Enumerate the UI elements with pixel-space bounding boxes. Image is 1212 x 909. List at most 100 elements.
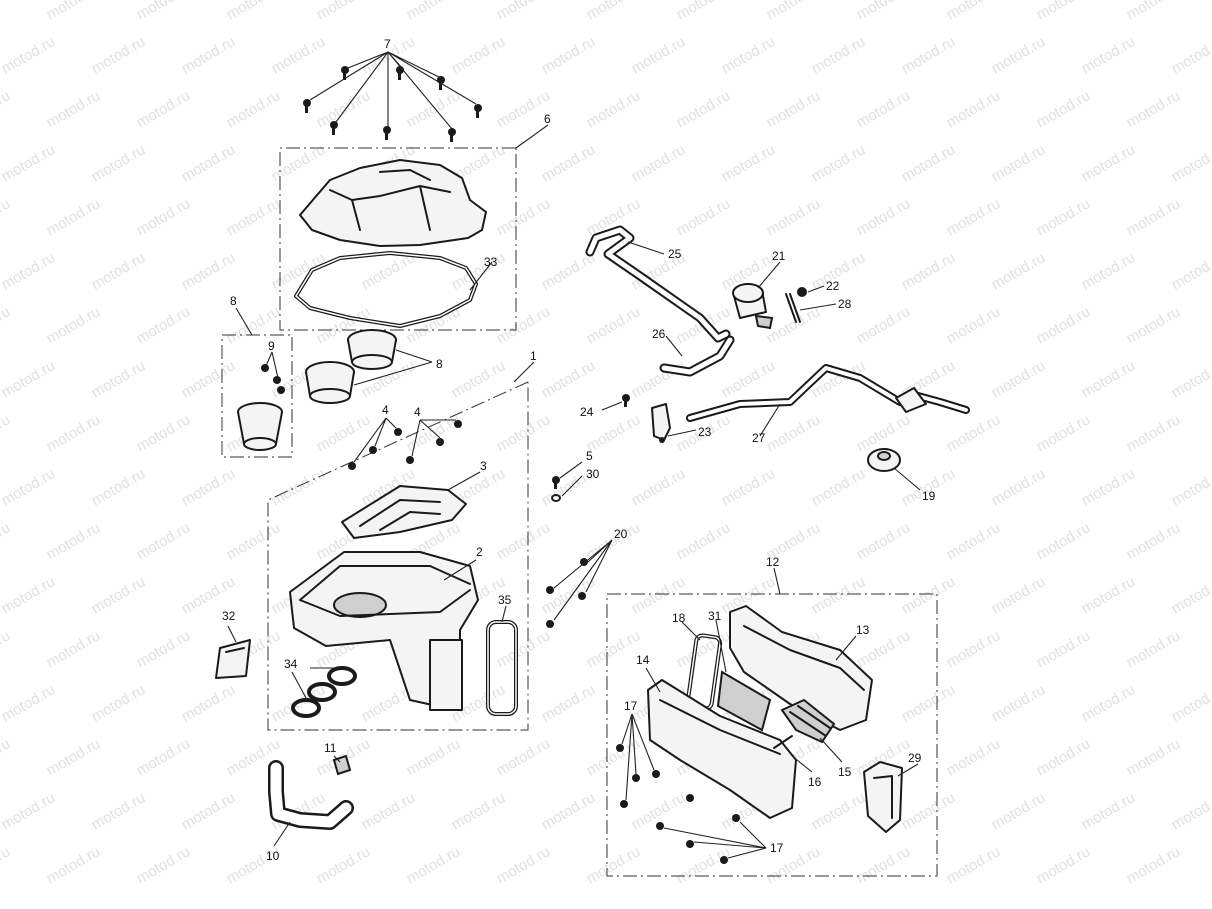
callout-15: 15 — [838, 765, 852, 779]
watermark-text: motod.ru — [0, 0, 13, 23]
leader-20 — [553, 539, 613, 621]
watermark-text: motod.ru — [1034, 0, 1094, 23]
callout-19: 19 — [922, 489, 936, 503]
watermark-text: motod.ru — [1079, 249, 1139, 293]
watermark-text: motod.ru — [629, 141, 689, 185]
watermark-text: motod.ru — [314, 0, 374, 23]
watermark-text: motod.ru — [44, 0, 104, 23]
filler-cap — [867, 448, 901, 472]
watermark-text: motod.ru — [1124, 195, 1184, 239]
watermark-text: motod.ru — [0, 681, 58, 725]
watermark-text: motod.ru — [1124, 843, 1184, 887]
leader-1 — [513, 361, 535, 383]
watermark-text: motod.ru — [134, 87, 194, 131]
watermark-text: motod.ru — [854, 519, 914, 563]
watermark-text: motod.ru — [944, 195, 1004, 239]
watermark-text: motod.ru — [404, 411, 464, 455]
watermark-text: motod.ru — [944, 0, 1004, 23]
leader-3 — [447, 471, 481, 491]
leader-15 — [819, 737, 843, 763]
watermark-text: motod.ru — [44, 87, 104, 131]
watermark-text: motod.ru — [719, 357, 779, 401]
watermark-text: motod.ru — [1124, 627, 1184, 671]
watermark-text: motod.ru — [179, 249, 239, 293]
watermark-text: motod.ru — [1124, 735, 1184, 779]
callout-8b: 8 — [436, 357, 443, 371]
callout-34: 34 — [284, 657, 298, 671]
watermark-text: motod.ru — [494, 843, 554, 887]
watermark-text: motod.ru — [0, 33, 58, 77]
watermark-text: motod.ru — [404, 843, 464, 887]
watermark-text: motod.ru — [719, 33, 779, 77]
watermark-text: motod.ru — [179, 681, 239, 725]
watermark-text: motod.ru — [0, 141, 58, 185]
watermark-text: motod.ru — [0, 465, 58, 509]
watermark-text: motod.ru — [1124, 303, 1184, 347]
watermark-text: motod.ru — [629, 33, 689, 77]
watermark-text: motod.ru — [539, 33, 599, 77]
watermark-text: motod.ru — [1034, 87, 1094, 131]
watermark-text: motod.ru — [0, 357, 58, 401]
leader-19 — [893, 467, 921, 491]
watermark-text: motod.ru — [1034, 843, 1094, 887]
watermark-text: motod.ru — [584, 843, 644, 887]
watermark-text: motod.ru — [1124, 411, 1184, 455]
intake-funnel-pair — [305, 329, 397, 404]
callout-23: 23 — [698, 425, 712, 439]
screw-set-4 — [348, 420, 462, 470]
watermark-text: motod.ru — [809, 573, 869, 617]
callout-4a: 4 — [382, 403, 389, 417]
watermark-text: motod.ru — [1169, 789, 1212, 833]
watermark-text: motod.ru — [764, 0, 824, 23]
washer-30 — [551, 494, 561, 502]
watermark-text: motod.ru — [269, 33, 329, 77]
watermark-text: motod.ru — [134, 0, 194, 23]
watermark-text: motod.ru — [989, 789, 1049, 833]
leader-22 — [807, 285, 825, 293]
callout-20: 20 — [614, 527, 628, 541]
watermark-text: motod.ru — [1169, 141, 1212, 185]
leader-34 — [291, 667, 340, 699]
callout-18: 18 — [672, 611, 686, 625]
watermark-text: motod.ru — [899, 573, 959, 617]
o-ring-set — [291, 666, 357, 718]
watermark-text: motod.ru — [314, 411, 374, 455]
leader-35 — [501, 605, 507, 623]
mesh-grille-15 — [780, 698, 836, 744]
watermark-text: motod.ru — [0, 87, 13, 131]
watermark-text: motod.ru — [764, 195, 824, 239]
callout-13: 13 — [856, 623, 870, 637]
watermark-text: motod.ru — [0, 627, 13, 671]
watermark-text: motod.ru — [224, 87, 284, 131]
watermark-text: motod.ru — [0, 303, 13, 347]
watermark-text: motod.ru — [44, 411, 104, 455]
leader-5 — [559, 461, 583, 479]
watermark-text: motod.ru — [1034, 195, 1094, 239]
watermark-text: motod.ru — [224, 0, 284, 23]
watermark-text: motod.ru — [449, 789, 509, 833]
leader-32 — [227, 625, 237, 643]
watermark-text: motod.ru — [899, 249, 959, 293]
watermark-text: motod.ru — [1169, 681, 1212, 725]
watermark-text: motod.ru — [134, 411, 194, 455]
watermark-text: motod.ru — [989, 465, 1049, 509]
leader-14 — [645, 667, 661, 693]
leader-25 — [627, 241, 665, 255]
watermark-text: motod.ru — [89, 681, 149, 725]
watermark-text: motod.ru — [539, 789, 599, 833]
callout-4b: 4 — [414, 405, 421, 419]
callout-27: 27 — [752, 431, 766, 445]
watermark-text: motod.ru — [0, 195, 13, 239]
leader-33 — [469, 261, 493, 291]
watermark-text: motod.ru — [179, 357, 239, 401]
leader-24 — [601, 401, 623, 411]
leader-10 — [273, 821, 291, 847]
watermark-text: motod.ru — [989, 141, 1049, 185]
watermark-text: motod.ru — [89, 141, 149, 185]
watermark-text: motod.ru — [89, 33, 149, 77]
watermark-text: motod.ru — [944, 519, 1004, 563]
watermark-text: motod.ru — [1079, 141, 1139, 185]
watermark-text: motod.ru — [674, 519, 734, 563]
